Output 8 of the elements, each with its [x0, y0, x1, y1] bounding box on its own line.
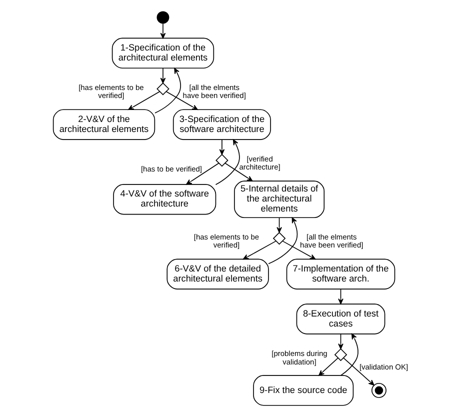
edge-label: [has elements to be verified] [78, 82, 144, 100]
edge-label: [verified architecture] [239, 154, 280, 172]
edge-label: [has elements to be verified] [194, 232, 260, 250]
edge-label: [problems during validation] [272, 349, 328, 366]
edge-label: [all the elments have been verified] [300, 232, 364, 250]
edge-label: [all the elments have been verified] [182, 82, 246, 100]
edge-label: [has to be verified] [140, 164, 202, 174]
edge-label: [validation OK] [359, 362, 408, 372]
